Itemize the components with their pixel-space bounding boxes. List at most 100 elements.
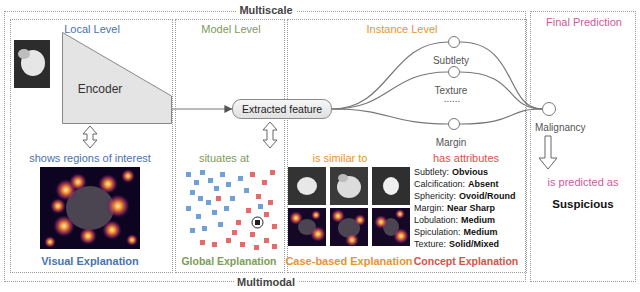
scatter-plot-part <box>212 242 217 247</box>
case-images <box>288 167 410 247</box>
concept-value: Absent <box>468 179 499 190</box>
node-title: Malignancy <box>535 122 586 134</box>
scatter-plot-part <box>212 210 217 215</box>
encoder-outline <box>63 33 172 124</box>
scatter-plot-part <box>230 196 235 201</box>
scatter-plot-part <box>200 240 205 245</box>
scale-box: MultiscaleMultimodalLocal LevelEncoderMo… <box>4 11 526 282</box>
concept-value: Obvious <box>452 167 488 178</box>
scatter-plot-part <box>186 172 191 177</box>
concept-value: Medium <box>464 227 498 238</box>
scatter-plot-part <box>262 180 267 185</box>
scatter-plot-part <box>224 206 229 211</box>
annotation-label: has attributes <box>433 152 499 165</box>
case-images-part <box>372 167 410 205</box>
concept-name: Sphericity: <box>414 191 456 202</box>
scatter-plot-part <box>264 238 269 243</box>
scatter-plot-part <box>252 217 263 228</box>
level-box: Local LevelEncoder <box>10 19 173 273</box>
scatter-plot-part <box>246 208 251 213</box>
double-arrow-part <box>83 126 97 148</box>
scatter-plot-part <box>214 186 219 191</box>
heatmap-image-part <box>40 167 140 249</box>
output-node: Malignancy <box>542 102 556 116</box>
scatter-plot-part <box>200 170 205 175</box>
attribute-node: Texture <box>448 66 460 78</box>
node-title: Encoder <box>78 82 123 96</box>
attribute-node: Subtlety <box>448 36 460 48</box>
double-arrow-part <box>539 136 557 169</box>
attribute-node: Margin <box>448 118 460 130</box>
case-images-part <box>330 208 368 246</box>
heatmap-image-part <box>106 194 130 218</box>
scatter-plot-part <box>190 190 195 195</box>
case-images-part <box>297 177 317 195</box>
node-subtitle: Multimodal <box>234 276 298 289</box>
node-title: Local Level <box>64 23 120 36</box>
annotation-label: is predicted as <box>548 176 619 189</box>
case-images-part <box>288 208 326 246</box>
annotation-label: Visual Explanation <box>41 255 139 268</box>
encoder-block: Encoder <box>62 32 172 124</box>
scatter-plot-part <box>258 204 263 209</box>
concept-value: Solid/Mixed <box>449 239 499 250</box>
heatmap-image-part <box>53 215 75 237</box>
nodule-image <box>14 40 50 88</box>
scatter-plot-part <box>236 220 241 225</box>
case-images-part <box>311 210 321 220</box>
annotation-label: Suspicious <box>552 198 613 212</box>
scatter-plot-part <box>216 196 221 201</box>
scatter-plot-part <box>226 238 231 243</box>
level-box: Model Level <box>175 19 285 273</box>
scatter-plot-part <box>250 232 255 237</box>
annotation-label: situates at <box>199 152 249 165</box>
heatmap-image-part <box>102 220 122 240</box>
concept-value: Near Sharp <box>447 203 495 214</box>
connector <box>332 72 448 109</box>
annotation-label: is similar to <box>312 152 367 165</box>
scatter-plot-part <box>196 214 201 219</box>
scatter-plot-part <box>240 242 245 247</box>
concept-name: Spiculation: <box>414 227 461 238</box>
scatter-plot-part <box>264 212 269 217</box>
scatter-plot-part <box>232 230 237 235</box>
case-images-part <box>372 208 410 246</box>
concept-name: Lobulation: <box>414 215 458 226</box>
case-images-part <box>354 214 366 226</box>
nodule-image-part <box>18 49 30 59</box>
scatter-plot-part <box>186 206 191 211</box>
case-images-part <box>310 226 326 242</box>
concept-name: Texture: <box>414 239 446 250</box>
heatmap-image-part <box>126 234 138 246</box>
node-title: Instance Level <box>367 23 438 36</box>
encoder-shape <box>62 32 172 124</box>
annotation-label: ...... <box>444 93 461 105</box>
scatter-plot-part <box>194 180 199 185</box>
scatter-plot-part <box>226 182 231 187</box>
scatter-plot-part <box>254 245 259 250</box>
scatter-plot-part <box>255 220 260 225</box>
heatmap-image-part <box>69 173 87 191</box>
scatter-plot-part <box>220 172 225 177</box>
scatter-plot-part <box>190 228 195 233</box>
heatmap-image-part <box>44 236 56 248</box>
concept-name: Margin: <box>414 203 444 214</box>
case-images-part <box>395 209 405 219</box>
nodule-image-part <box>14 40 50 88</box>
scatter-plot <box>186 170 277 250</box>
annotation-label: Case-based Explanation <box>285 255 412 268</box>
node-label: Extracted feature <box>242 103 322 116</box>
case-images-part <box>393 228 409 244</box>
case-images-part <box>338 174 348 182</box>
case-images-part <box>289 211 303 225</box>
concept-name: Calcification: <box>414 179 465 190</box>
node-title: Margin <box>436 137 467 149</box>
double-arrow <box>83 122 557 169</box>
heatmap-image-part <box>50 198 66 214</box>
node-title: Subtlety <box>433 55 469 67</box>
connector <box>172 108 232 109</box>
scatter-plot-part <box>256 194 261 199</box>
case-images-part <box>288 167 326 205</box>
